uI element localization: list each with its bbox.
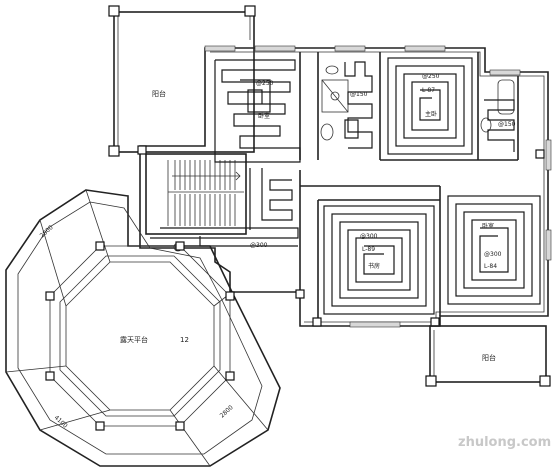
loop-tag: L-87	[422, 87, 435, 94]
pipe-spacing-tag: @300	[360, 233, 378, 240]
pipe-spacing-tag: @150	[350, 91, 368, 98]
interior-walls	[295, 52, 545, 327]
pipe-spacing-tag: @250	[422, 73, 440, 80]
column	[108, 145, 120, 157]
balcony-bottom-right: 阳台	[425, 325, 551, 387]
column	[244, 5, 256, 17]
loop-tag: L-89	[362, 246, 375, 253]
heating-loop-right-small: @150	[484, 99, 516, 152]
room-label: 卧室	[258, 112, 270, 120]
terrace-label: 露天平台	[120, 335, 148, 344]
room-label: 卧室	[482, 222, 494, 230]
pipe-spacing-tag: @250	[256, 80, 274, 87]
heating-loop-bathroom: @150	[344, 61, 373, 149]
heating-loop-center: @300 L-89 书房	[323, 205, 435, 315]
balcony-label: 阳台	[152, 89, 166, 98]
room-label: 主卧	[425, 110, 437, 118]
heating-loop-bedroom-left: @250 卧室	[214, 59, 301, 163]
heating-loop-bedroom-right: @250 L-87 主卧	[387, 57, 473, 155]
dimension-text: 4100	[53, 414, 69, 430]
heating-loop-hall: @300	[150, 168, 299, 252]
dimension-text: 2800	[219, 404, 235, 420]
column	[108, 5, 120, 17]
loop-tag: L-84	[484, 263, 497, 270]
octagonal-terrace: 露天平台 12 2800 4100 2800	[5, 189, 281, 467]
terrace-number: 12	[180, 336, 189, 344]
pipe-spacing-tag: @300	[250, 242, 268, 249]
balcony-top-left: 阳台	[108, 5, 256, 157]
balcony-label: 阳台	[482, 353, 496, 362]
room-label: 书房	[368, 262, 380, 270]
watermark: zhulong.com	[458, 435, 551, 450]
staircase	[137, 145, 247, 235]
pipe-spacing-tag: @300	[484, 251, 502, 258]
pipe-spacing-tag: @150	[498, 121, 516, 128]
heating-loop-right-room: 卧室 @300 L-84	[447, 195, 541, 305]
svg-text:zhulong.com: zhulong.com	[458, 435, 551, 450]
bathroom-fixtures	[320, 65, 515, 141]
dimension-text: 2800	[39, 224, 55, 240]
